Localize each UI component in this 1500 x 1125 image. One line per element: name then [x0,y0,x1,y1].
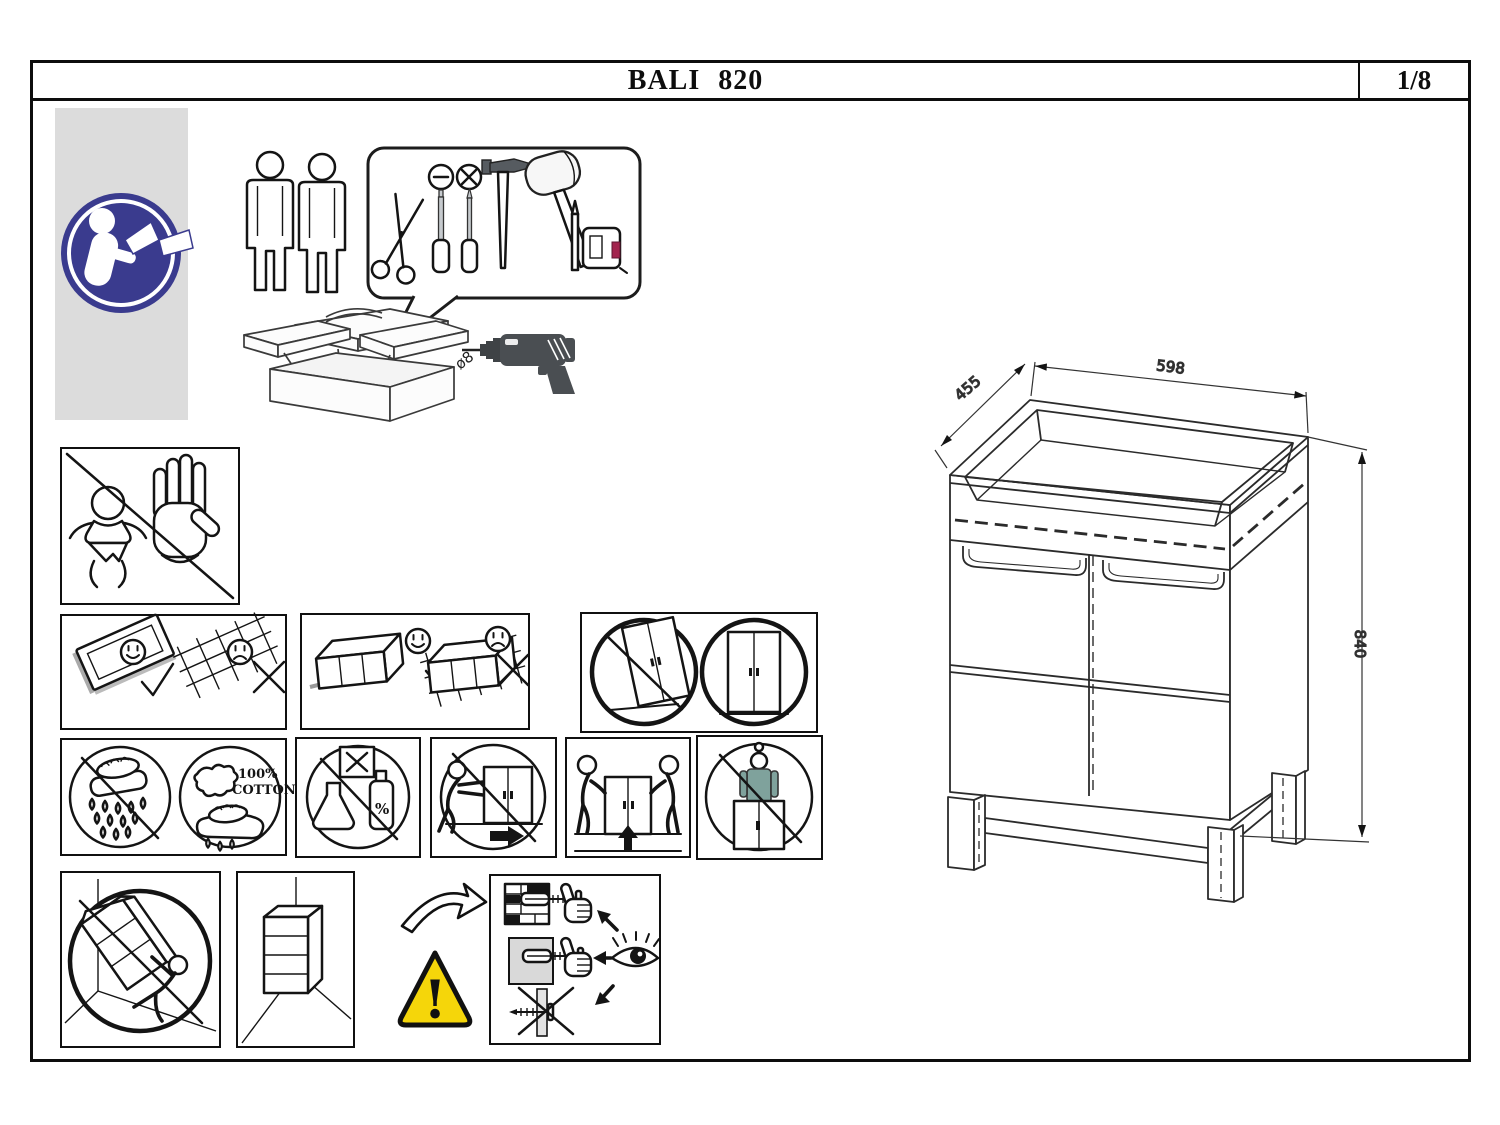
drill-icon: ø8 [451,334,575,394]
wall-fixing-check-icon [503,881,660,1037]
do-not-climb-icon [704,741,814,852]
cotton-label-bottom: COTTON [232,783,296,798]
no-chemicals-icon: % [305,744,411,850]
do-not-lean-icon [589,615,809,727]
stop-hand-icon [152,453,221,564]
percent-label: % [375,800,389,818]
toolbox-icon [243,308,469,422]
slotted-screwdriver-icon [427,163,455,274]
curved-arrow-icon [400,882,488,934]
eye-icon [610,931,660,968]
vanity-cabinet-drawing: 455 598 840 [934,356,1370,903]
soft-surface-good-icon [72,608,286,702]
header-bar: BALI 820 1/8 [30,60,1471,101]
page-number: 1/8 [1358,63,1468,98]
warning-triangle-icon: ! [397,950,473,1031]
depth-dimension: 455 [951,372,984,404]
cotton-label-top: 100% [238,767,278,782]
place-in-corner-icon [241,877,352,1044]
width-dimension: 598 [1155,356,1186,377]
pencil-icon [570,199,580,272]
scissors-icon [370,192,425,285]
two-person-assembly-icon [245,150,347,294]
keep-children-away-icon [65,452,235,600]
do-not-push-icon [437,743,547,851]
page-title: BALI 820 [627,65,764,96]
drill-bit-label: ø8 [451,347,477,373]
phillips-screwdriver-icon [455,163,483,274]
tip-over-hazard-icon [64,879,217,1034]
exclamation-mark: ! [424,970,447,1031]
height-dimension: 840 [1351,630,1369,659]
tape-measure-icon [581,226,628,274]
lift-with-two-icon [574,754,682,852]
dry-cloth-icon: 100% COTTON [68,745,296,852]
hammer-icon [481,158,530,270]
read-manual-icon [61,193,194,313]
unit-on-soft-surface-icon [309,625,531,710]
